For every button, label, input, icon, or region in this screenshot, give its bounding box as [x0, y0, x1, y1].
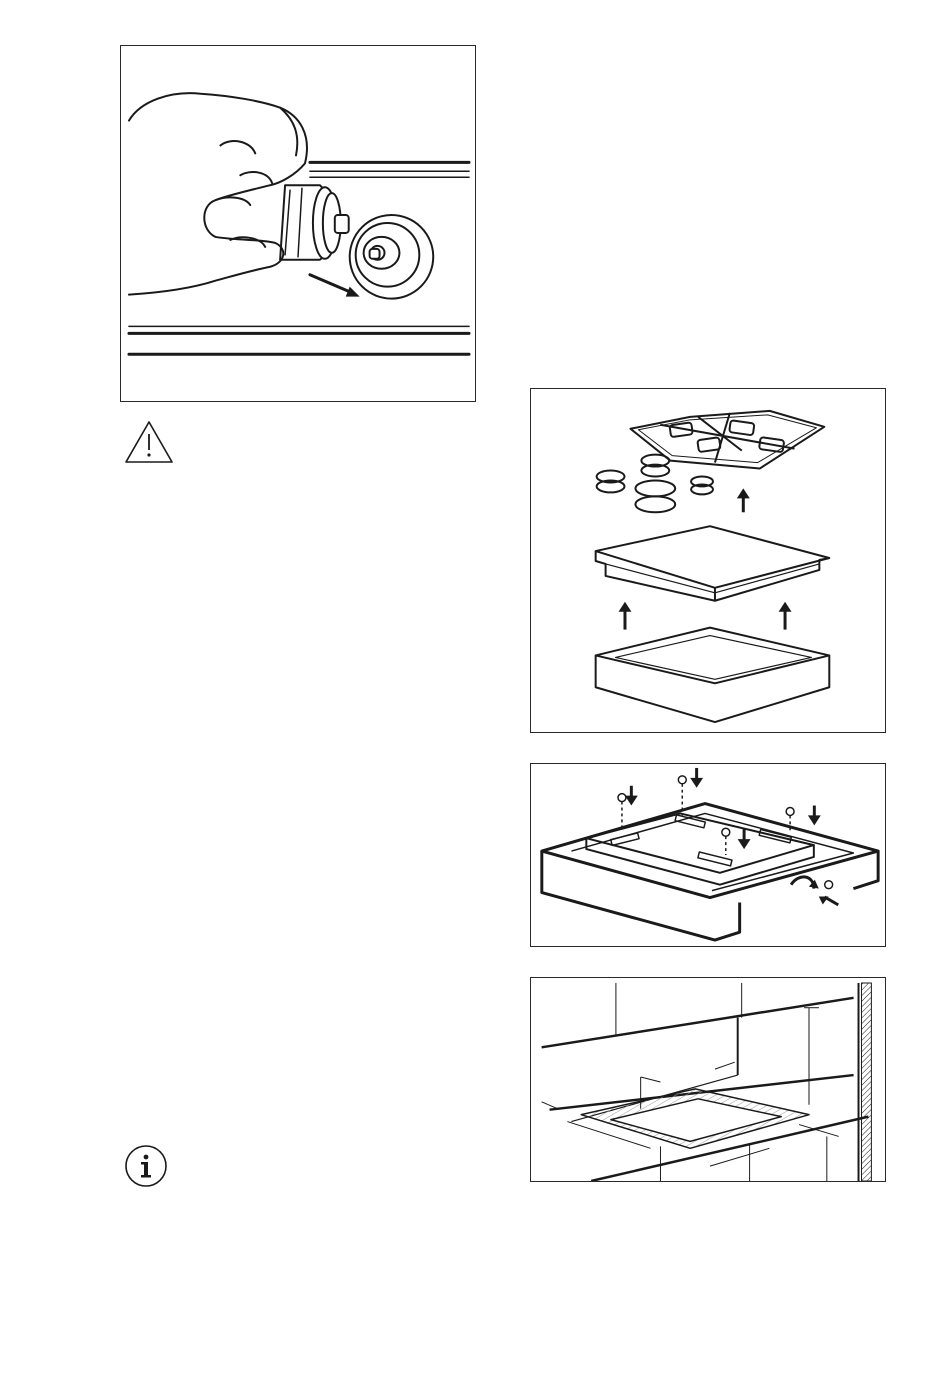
nozzle-replacement-illustration	[120, 45, 476, 402]
warning-triangle-icon	[124, 420, 174, 464]
info-circle-icon	[124, 1144, 168, 1188]
cutout-drawing	[531, 978, 885, 1181]
hob-assembly-exploded-illustration	[530, 388, 886, 733]
hob-fixing-drawing	[531, 764, 885, 946]
built-in-cutout-dimensions-illustration	[530, 977, 886, 1182]
hob-assembly-drawing	[531, 389, 885, 732]
pan-support-grid	[630, 411, 824, 469]
nozzle-replacement-drawing	[121, 46, 475, 401]
hob-fixing-brackets-illustration	[530, 763, 886, 947]
